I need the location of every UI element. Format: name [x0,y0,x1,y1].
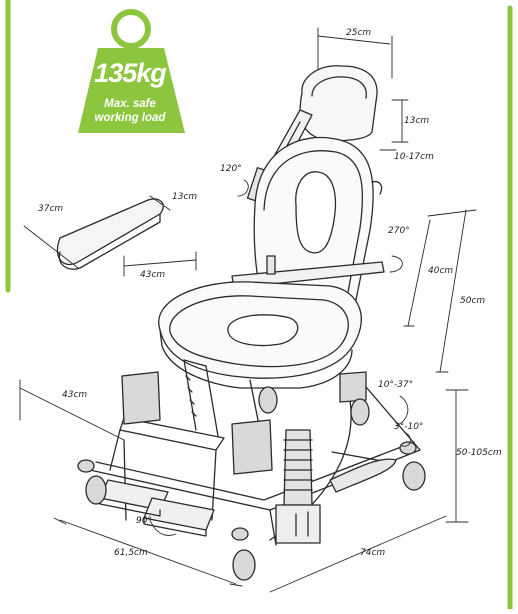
label-armrest-rotation: 270° [388,226,410,236]
label-backrest-height: 50cm [460,296,486,306]
badge-line-2: working load [94,112,166,124]
label-headrest-tilt: 120° [220,164,242,174]
label-tilt-range-2: 3°-10° [394,422,424,432]
label-seat-width: 43cm [140,270,166,280]
label-footplate-angle: 90° [136,516,152,526]
label-headrest-width: 25cm [346,28,372,38]
seat [158,281,362,389]
footrest-loose [56,198,164,270]
label-headrest-height: 13cm [404,116,430,126]
load-badge-icon [78,9,185,133]
label-total-height: 50-105cm [456,448,502,458]
label-armrest-height: 40cm [428,266,454,276]
headrest [299,65,378,142]
label-seat-depth: 43cm [62,390,88,400]
dimension-lines [19,27,477,593]
pedal [329,458,397,493]
side-blocks [121,371,367,475]
label-base-width: 61,5cm [114,548,148,558]
lift-column [275,429,321,544]
label-headrest-adjust: 10-17cm [394,152,434,162]
casters [77,386,426,581]
footplates [99,479,215,537]
badge-weight: 135kg [94,58,167,88]
badge-line-1: Max. safe [104,98,156,110]
green-frame [5,0,513,612]
label-base-length: 74cm [360,548,386,558]
label-footrest-length: 37cm [38,204,64,214]
label-tilt-range: 10°-37° [378,380,414,390]
label-footrest-width: 13cm [172,192,198,202]
